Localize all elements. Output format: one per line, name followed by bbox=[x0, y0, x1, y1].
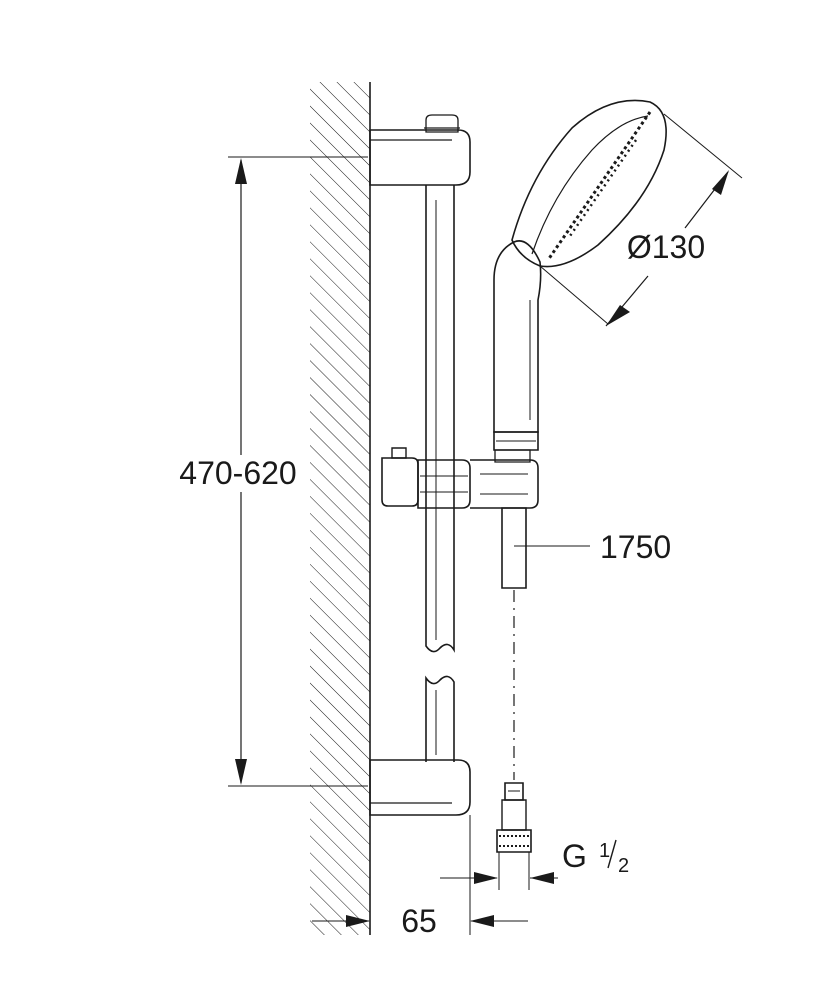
wall-offset-label: 65 bbox=[401, 903, 437, 939]
diameter-dimension: Ø130 bbox=[539, 113, 743, 327]
wall bbox=[310, 82, 371, 935]
riser-rail bbox=[425, 185, 455, 762]
top-wall-bracket bbox=[369, 114, 471, 186]
hose-length-dimension: 1750 bbox=[514, 529, 671, 565]
shower-hose bbox=[496, 507, 532, 890]
wall-hatching bbox=[310, 82, 370, 935]
nut-knurl bbox=[499, 835, 529, 847]
bottom-wall-bracket bbox=[369, 759, 471, 816]
spray-face bbox=[546, 111, 652, 261]
height-range-label: 470-620 bbox=[179, 455, 296, 491]
hose-length-label: 1750 bbox=[600, 529, 671, 565]
sliding-holder bbox=[381, 447, 539, 509]
offset-dimension: 65 bbox=[312, 815, 528, 939]
hand-shower bbox=[493, 99, 667, 451]
head-diameter-label: Ø130 bbox=[627, 229, 705, 265]
thread-prefix-label: G bbox=[562, 838, 587, 874]
thread-dimension: G 1 2 bbox=[440, 838, 629, 884]
thread-denominator-label: 2 bbox=[618, 855, 629, 877]
thread-numerator-label: 1 bbox=[599, 840, 610, 862]
height-dimension: 470-620 bbox=[179, 156, 368, 787]
